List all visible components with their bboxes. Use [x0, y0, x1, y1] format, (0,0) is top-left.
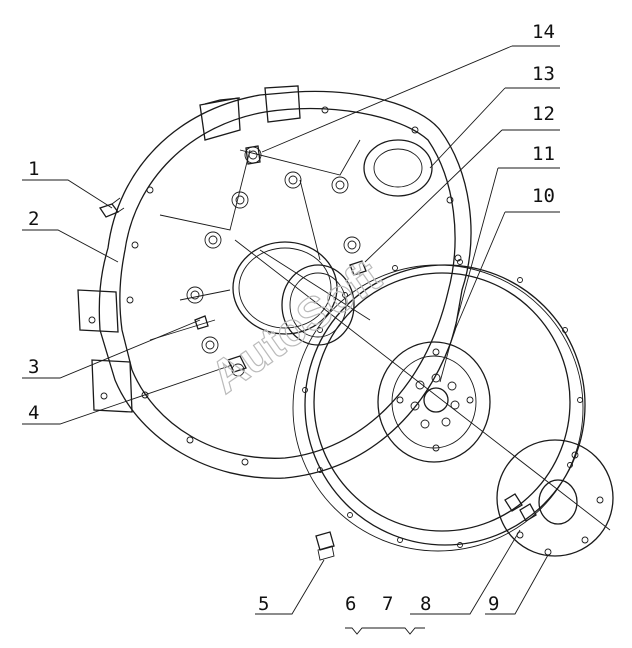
callout-9: 9 [488, 593, 499, 615]
callout-13: 13 [532, 63, 555, 85]
callout-7: 7 [382, 593, 393, 615]
callout-6: 6 [345, 593, 356, 615]
flywheel [292, 259, 586, 552]
flywheel-housing [77, 85, 472, 479]
callout-11: 11 [532, 143, 555, 165]
callout-8: 8 [420, 593, 431, 615]
leader-lines [22, 45, 560, 635]
callout-10: 10 [532, 185, 555, 207]
callout-2: 2 [28, 208, 39, 230]
callout-1: 1 [28, 158, 39, 180]
callout-14: 14 [532, 21, 555, 43]
callout-12: 12 [532, 103, 555, 125]
adapter-plate [496, 439, 614, 557]
callout-4: 4 [28, 402, 39, 424]
callout-5: 5 [258, 593, 269, 615]
callout-3: 3 [28, 356, 39, 378]
callout-labels: 1 2 3 4 5 6 7 8 9 10 11 12 13 14 [28, 21, 555, 615]
